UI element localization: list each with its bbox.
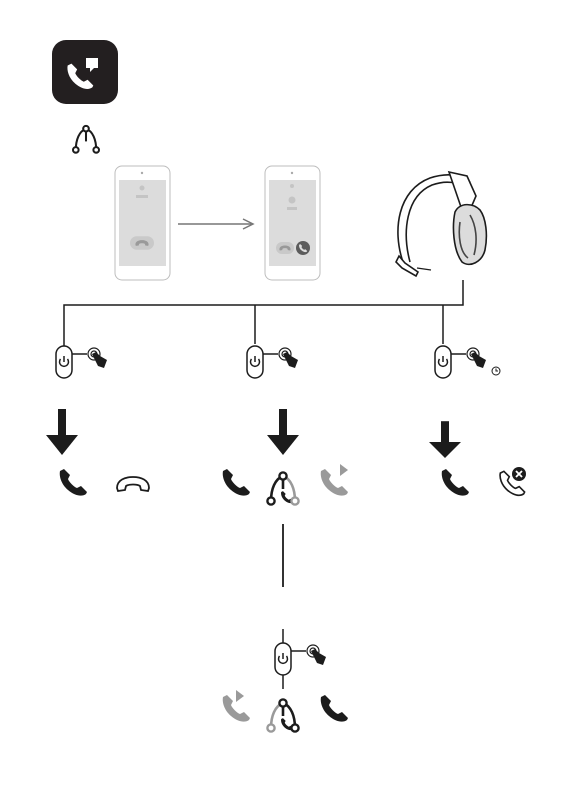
forwarded-call-icon	[223, 690, 250, 722]
hang-up-icon	[130, 236, 154, 250]
press-and-hold-action	[435, 346, 500, 378]
call-rejected-icon	[500, 467, 526, 495]
hang-up-icon	[117, 477, 149, 491]
press-action	[247, 346, 298, 378]
phone-message-icon	[52, 40, 118, 104]
phone-icon	[442, 469, 469, 496]
down-arrow	[46, 409, 461, 458]
connector-lines	[64, 280, 463, 348]
incoming-call-phone	[115, 166, 170, 280]
call-merge-icon	[267, 699, 298, 731]
answer-icon	[296, 241, 310, 255]
phone-icon	[321, 695, 348, 722]
tap-finger-icon	[307, 645, 326, 665]
hang-up-icon	[276, 242, 294, 254]
timer-icon	[492, 367, 500, 375]
press-action	[275, 629, 326, 689]
phone-icon	[223, 469, 250, 496]
call-waiting-phone	[265, 166, 320, 280]
tap-finger-icon	[88, 348, 107, 368]
transition-arrow	[178, 219, 253, 229]
press-action	[56, 346, 107, 378]
phone-icon	[60, 469, 87, 496]
forwarded-call-icon	[321, 464, 348, 496]
headset-icon	[396, 172, 486, 276]
call-merge-icon	[267, 472, 298, 504]
tap-finger-icon	[467, 348, 486, 368]
tap-finger-icon	[279, 348, 298, 368]
call-merge-icon	[73, 126, 99, 153]
